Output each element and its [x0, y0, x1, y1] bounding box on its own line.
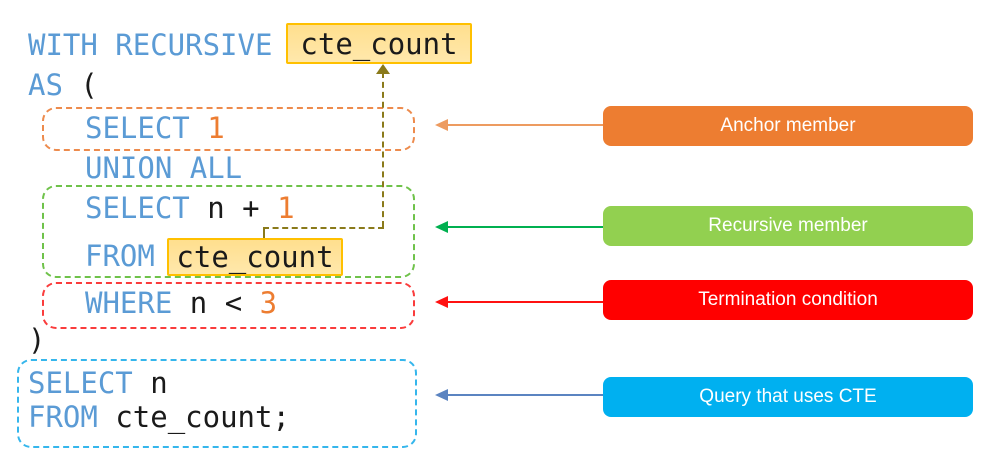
cte-connector-arrowhead-up-icon	[376, 64, 390, 74]
recursive-arrow-head-icon	[435, 221, 448, 233]
cte-name-text-definition: cte_count	[300, 26, 458, 61]
termination-arrow-line	[448, 301, 603, 303]
code-line-select-n: SELECT n	[28, 365, 168, 401]
termination-condition-region-box	[42, 282, 415, 329]
recursive-member-label-text: Recursive member	[708, 215, 868, 236]
code-line-union-all: UNION ALL	[85, 150, 242, 186]
code-line-select-n-plus-1: SELECT n + 1	[85, 190, 295, 226]
code-line-with-recursive: WITH RECURSIVE	[28, 27, 272, 63]
close-paren: )	[28, 323, 46, 357]
code-line-from-cte-final: FROM cte_count;	[28, 399, 290, 435]
open-paren: (	[80, 68, 98, 102]
anchor-member-label-text: Anchor member	[720, 115, 856, 136]
anchor-member-label: Anchor member	[603, 106, 973, 146]
table-cte-count-final: cte_count;	[115, 400, 290, 434]
keyword-select-anchor: SELECT	[85, 111, 190, 145]
outer-query-region-box	[17, 359, 417, 448]
anchor-arrow-line	[448, 124, 603, 126]
recursive-member-region-box	[42, 185, 415, 278]
termination-condition-label-text: Termination condition	[698, 289, 878, 310]
cte-name-text-reference: cte_count	[176, 240, 334, 274]
query-uses-cte-label: Query that uses CTE	[603, 377, 973, 417]
keyword-select-outer: SELECT	[28, 366, 133, 400]
code-line-from-cte: FROM	[85, 238, 155, 274]
literal-one-anchor: 1	[207, 111, 225, 145]
keyword-from-recursive: FROM	[85, 239, 155, 273]
literal-three: 3	[259, 286, 278, 320]
anchor-member-region-box	[42, 107, 415, 151]
keyword-as: AS	[28, 68, 63, 102]
keyword-where: WHERE	[85, 286, 173, 320]
cte-connector-horizontal-line	[263, 227, 384, 229]
cte-connector-stub-line	[263, 227, 265, 239]
keyword-with-recursive: WITH RECURSIVE	[28, 28, 273, 62]
keyword-from-outer: FROM	[28, 400, 98, 434]
code-line-as-open: AS (	[28, 67, 98, 103]
recursive-arrow-line	[448, 226, 603, 228]
code-line-where: WHERE n < 3	[85, 285, 277, 321]
code-line-close-paren: )	[28, 322, 45, 358]
literal-one-recursive: 1	[277, 191, 295, 225]
keyword-select-recursive: SELECT	[85, 191, 190, 225]
code-line-select-1: SELECT 1	[85, 110, 225, 146]
keyword-union-all: UNION ALL	[85, 151, 243, 185]
cte-name-highlight-definition: cte_count	[286, 23, 472, 64]
cte-name-highlight-reference: cte_count	[167, 238, 343, 276]
expression-n-less-than: n <	[189, 286, 243, 320]
termination-condition-label: Termination condition	[603, 280, 973, 320]
anchor-arrow-head-icon	[435, 119, 448, 131]
recursive-member-label: Recursive member	[603, 206, 973, 246]
query-uses-cte-label-text: Query that uses CTE	[699, 386, 877, 407]
cte-connector-vertical-line	[382, 72, 384, 227]
query-arrow-line	[448, 394, 603, 396]
termination-arrow-head-icon	[435, 296, 448, 308]
column-n: n	[150, 366, 168, 400]
query-arrow-head-icon	[435, 389, 448, 401]
expression-n-plus: n +	[207, 191, 260, 225]
